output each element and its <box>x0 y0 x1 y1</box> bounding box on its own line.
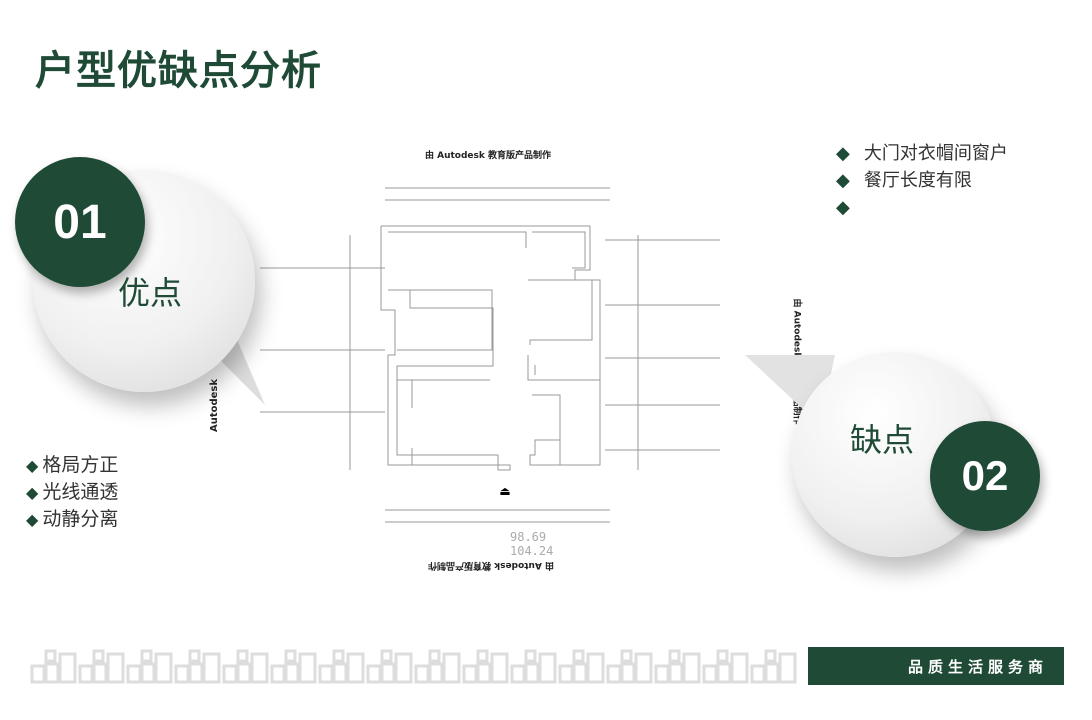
advantage-item: ◆格局方正 <box>26 454 119 476</box>
diamond-bullet-icon: ◆ <box>26 456 39 475</box>
diamond-bullet-icon: ◆ <box>26 483 39 502</box>
disadvantage-item: ◆餐厅长度有限 <box>836 170 972 191</box>
advantage-item: ◆光线通透 <box>26 481 119 503</box>
diamond-bullet-icon: ◆ <box>836 143 850 164</box>
disadvantages-number-badge: 02 <box>930 421 1040 531</box>
floorplan-watermark-top: 由 Autodesk 教育版产品制作 <box>425 151 552 161</box>
disadvantages-label: 缺点 <box>850 421 915 459</box>
area-inner: 98.69 <box>510 530 547 544</box>
floorplan-watermark-bottom: 由 Autodesk 教育版产品制作 <box>428 560 555 570</box>
diamond-bullet-icon: ◆ <box>836 170 850 191</box>
page-title: 户型优缺点分析 <box>35 48 322 94</box>
disadvantages-list: ◆大门对衣帽间窗户 ◆餐厅长度有限 ◆ <box>836 140 1008 221</box>
advantages-label: 优点 <box>118 274 183 312</box>
footer-pattern <box>30 649 797 684</box>
advantages-list: ◆格局方正 ◆光线通透 ◆动静分离 <box>26 452 118 533</box>
svg-text:⏏: ⏏ <box>499 484 510 498</box>
disadvantage-item: ◆ <box>836 194 1008 221</box>
diamond-bullet-icon: ◆ <box>836 197 850 218</box>
footer-slogan: 品质生活服务商 <box>808 647 1064 685</box>
diamond-bullet-icon: ◆ <box>26 510 39 529</box>
advantage-item: ◆动静分离 <box>26 508 119 530</box>
area-build: 104.24 <box>510 544 554 558</box>
disadvantage-item: ◆大门对衣帽间窗户 <box>836 143 1008 164</box>
floorplan-drawing: ⏏ <box>260 187 720 523</box>
advantages-number-badge: 01 <box>15 157 145 287</box>
floorplan-watermark-left: Autodesk <box>209 378 221 433</box>
